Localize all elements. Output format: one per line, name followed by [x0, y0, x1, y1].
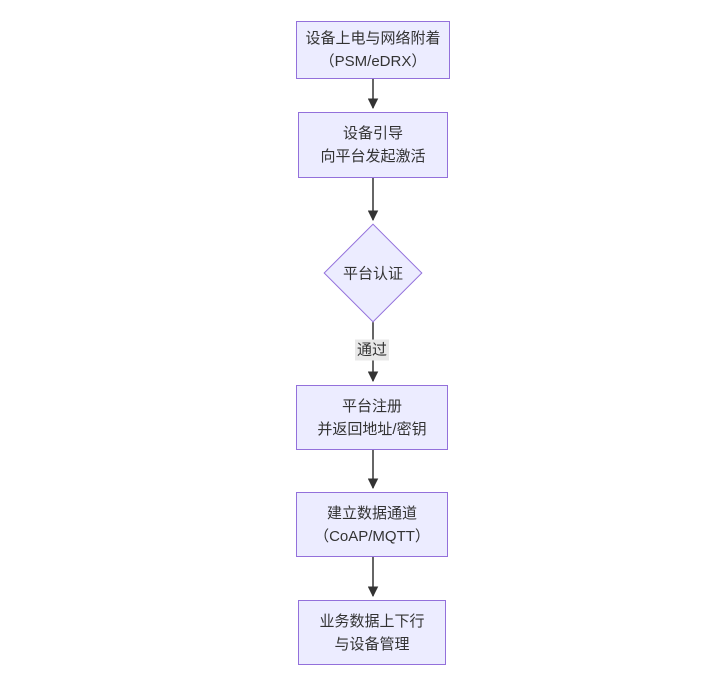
- node-text: 与设备管理: [334, 635, 410, 653]
- node-text: 向平台发起激活: [320, 148, 426, 165]
- node-business: 业务数据上下行 与设备管理: [298, 600, 446, 665]
- node-register: 平台注册 并返回地址/密钥: [296, 385, 448, 450]
- node-platform-auth: 平台认证: [323, 223, 423, 323]
- node-text: （CoAP/MQTT）: [314, 527, 430, 545]
- node-text: 业务数据上下行: [319, 612, 425, 630]
- node-text: 并返回地址/密钥: [317, 420, 427, 438]
- node-text: 平台注册: [341, 397, 402, 415]
- node-text: 建立数据通道: [326, 504, 417, 522]
- node-text: （PSM/eDRX）: [319, 53, 427, 70]
- node-data-channel: 建立数据通道 （CoAP/MQTT）: [296, 492, 448, 557]
- node-bootstrap: 设备引导 向平台发起激活: [298, 112, 448, 178]
- node-text: 设备引导: [342, 125, 403, 142]
- node-power-attach: 设备上电与网络附着 （PSM/eDRX）: [296, 21, 450, 79]
- node-text: 平台认证: [342, 265, 404, 283]
- node-text: 设备上电与网络附着: [305, 30, 441, 47]
- edge-label-pass: 通过: [354, 339, 390, 361]
